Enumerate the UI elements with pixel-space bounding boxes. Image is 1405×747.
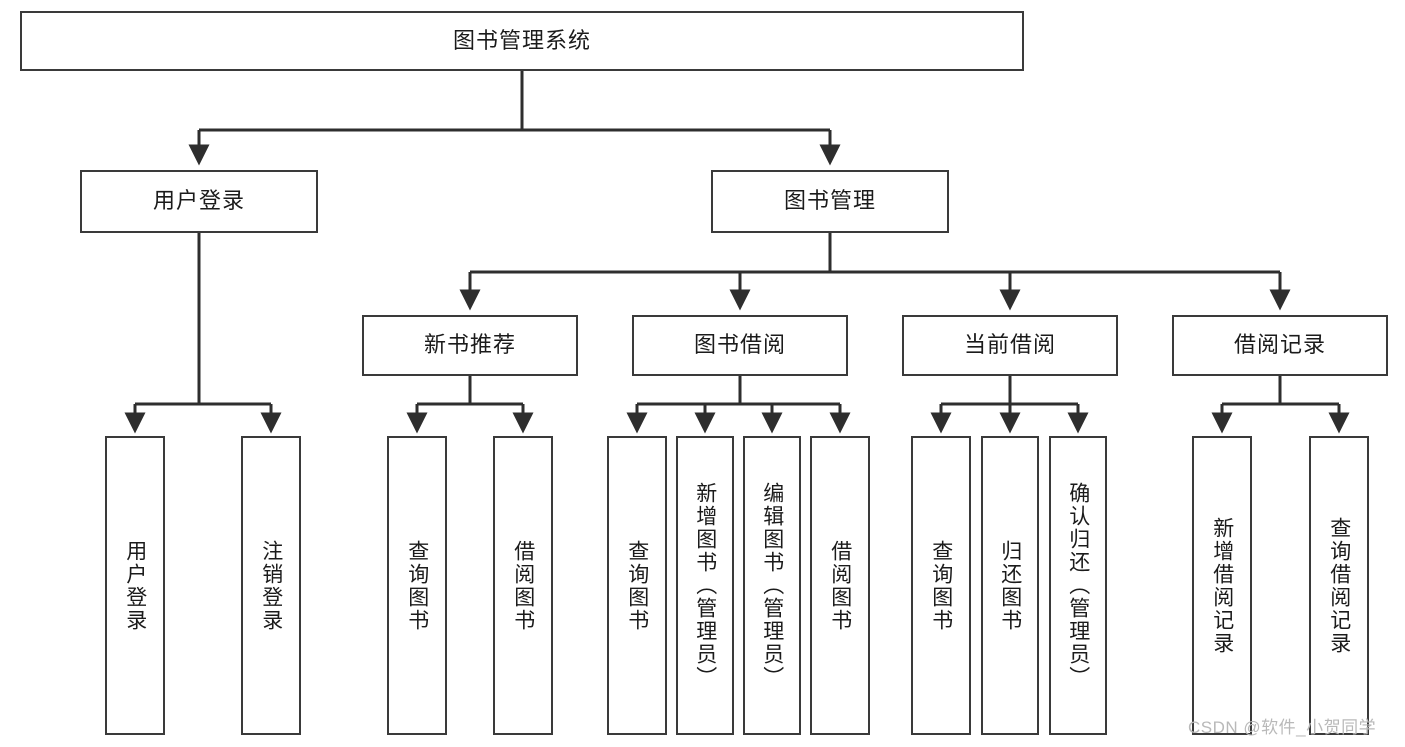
node-leaf-query-record[interactable]: 查询借阅记录 <box>1309 436 1369 735</box>
node-user-login[interactable]: 用户登录 <box>80 170 318 233</box>
node-leaf-return-book[interactable]: 归还图书 <box>981 436 1039 735</box>
node-user-login-label: 用户登录 <box>152 188 245 214</box>
node-leaf-add-record-label: 新增借阅记录 <box>1210 516 1234 655</box>
node-leaf-add-book-label: 新增图书（管理员） <box>693 482 717 689</box>
node-book-manage[interactable]: 图书管理 <box>711 170 949 233</box>
node-leaf-query-book-1[interactable]: 查询图书 <box>387 436 447 735</box>
node-leaf-return-book-label: 归还图书 <box>998 539 1022 632</box>
node-leaf-query-book-2[interactable]: 查询图书 <box>607 436 667 735</box>
node-leaf-borrow-book-2-label: 借阅图书 <box>828 539 852 632</box>
node-borrow-record[interactable]: 借阅记录 <box>1172 315 1388 376</box>
node-leaf-user-login[interactable]: 用户登录 <box>105 436 165 735</box>
csdn-watermark: CSDN @软件_小贺同学 <box>1188 718 1377 737</box>
node-leaf-query-book-3[interactable]: 查询图书 <box>911 436 971 735</box>
node-book-manage-label: 图书管理 <box>783 188 876 214</box>
node-leaf-query-book-2-label: 查询图书 <box>625 539 649 632</box>
node-leaf-query-book-3-label: 查询图书 <box>929 539 953 632</box>
node-leaf-borrow-book-1[interactable]: 借阅图书 <box>493 436 553 735</box>
node-leaf-confirm-return[interactable]: 确认归还（管理员） <box>1049 436 1107 735</box>
node-new-book-recommend-label: 新书推荐 <box>423 332 516 358</box>
node-leaf-edit-book-label: 编辑图书（管理员） <box>760 482 784 689</box>
node-borrow-record-label: 借阅记录 <box>1233 332 1326 358</box>
node-current-borrow-label: 当前借阅 <box>963 332 1056 358</box>
node-book-borrow[interactable]: 图书借阅 <box>632 315 848 376</box>
node-leaf-add-book[interactable]: 新增图书（管理员） <box>676 436 734 735</box>
node-root-system[interactable]: 图书管理系统 <box>20 11 1024 71</box>
node-leaf-confirm-return-label: 确认归还（管理员） <box>1066 482 1090 689</box>
node-leaf-user-logout-label: 注销登录 <box>259 539 283 632</box>
node-leaf-borrow-book-2[interactable]: 借阅图书 <box>810 436 870 735</box>
node-leaf-query-book-1-label: 查询图书 <box>405 539 429 632</box>
node-leaf-add-record[interactable]: 新增借阅记录 <box>1192 436 1252 735</box>
node-new-book-recommend[interactable]: 新书推荐 <box>362 315 578 376</box>
node-leaf-query-record-label: 查询借阅记录 <box>1327 516 1351 655</box>
node-book-borrow-label: 图书借阅 <box>693 332 786 358</box>
node-leaf-user-login-label: 用户登录 <box>123 539 147 632</box>
node-leaf-user-logout[interactable]: 注销登录 <box>241 436 301 735</box>
node-root-system-label: 图书管理系统 <box>452 27 591 53</box>
node-leaf-borrow-book-1-label: 借阅图书 <box>511 539 535 632</box>
node-current-borrow[interactable]: 当前借阅 <box>902 315 1118 376</box>
node-leaf-edit-book[interactable]: 编辑图书（管理员） <box>743 436 801 735</box>
